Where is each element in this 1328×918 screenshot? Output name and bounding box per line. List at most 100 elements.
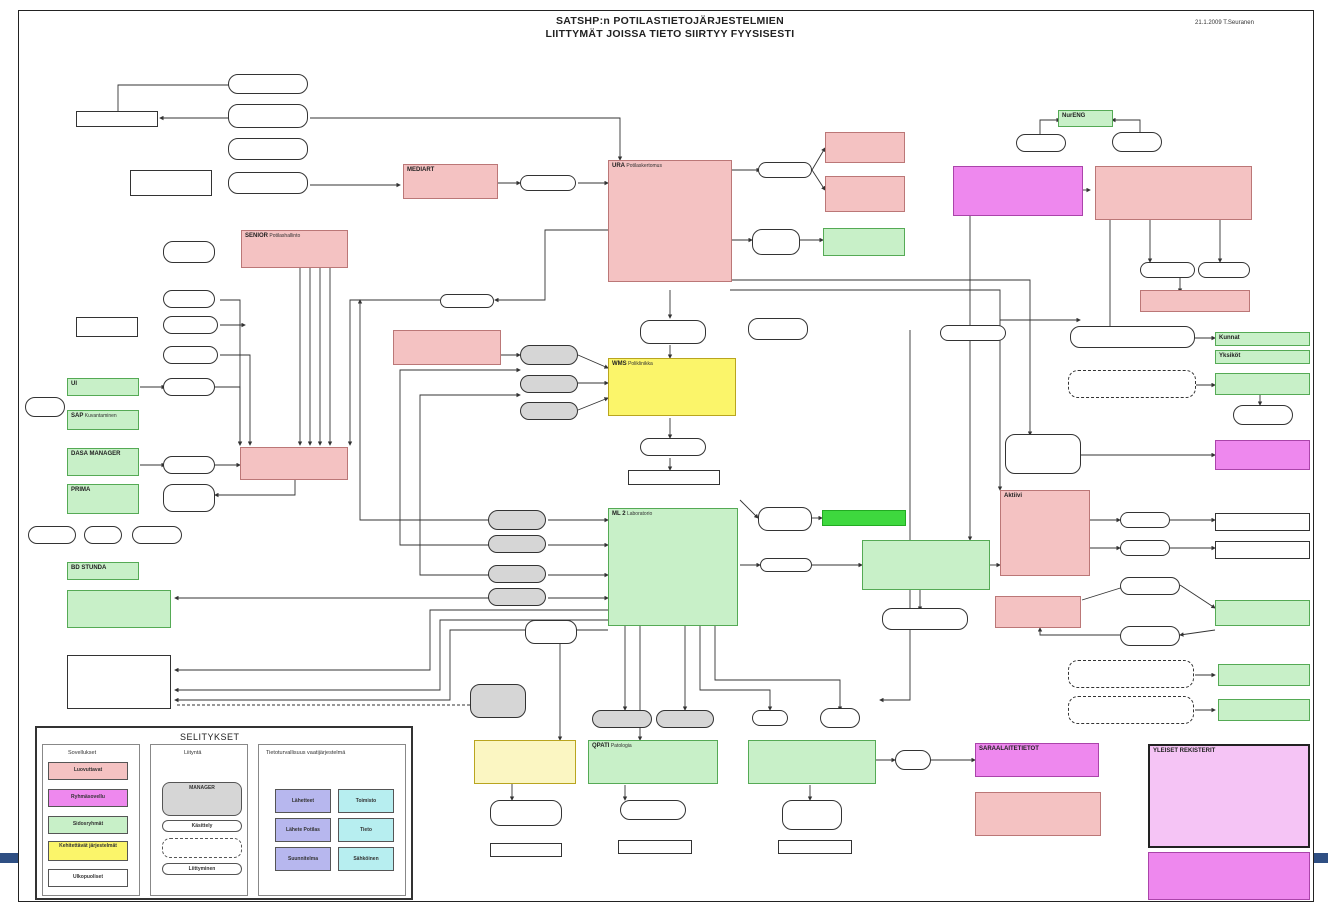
connector-pill [488,565,546,583]
node-bd-stunda: BD STUNDA [67,562,139,580]
legend-swatch-pink: Luovuttavat [48,762,128,780]
connector-pill [520,375,578,393]
connector-pill [1070,326,1195,348]
connector-pill [752,229,800,255]
legend-sec-cyan-2: Tieto [338,818,394,842]
system-box [618,840,692,854]
title-line-1: SATSHP:n POTILASTIETOJÄRJESTELMIEN [556,15,784,27]
connector-pill [163,316,218,334]
connector-pill [592,710,652,728]
connector-pill [1068,696,1194,724]
connector-pill [132,526,182,544]
node-yleiset-rekisterit: YLEISET REKISTERIT [1148,744,1310,848]
connector-pill [1005,434,1081,474]
connector-pill [520,345,578,365]
node-uraa: URA Potilaskertomus [608,160,732,282]
connector-pill [620,800,686,820]
connector-pill [163,378,215,396]
connector-pill [228,104,308,128]
node-green-box [67,590,171,628]
legend-sec-lilac-3: Suunnitelma [275,847,331,871]
node-aktiivi: Aktiivi [1000,490,1090,576]
connector-pill [84,526,122,544]
node-pink-box [975,792,1101,836]
connector-pill [28,526,76,544]
connector-pill [1140,262,1195,278]
connector-pill [520,175,576,191]
connector-pill [1112,132,1162,152]
node-mediart: MEDIART [403,164,498,199]
node-sarake: SARAALAITETIETOT [975,743,1099,777]
connector-pill [520,402,578,420]
node-prima: PRIMA [67,484,139,514]
legend-sec-cyan-3: Sähköinen [338,847,394,871]
connector-pill [488,535,546,553]
system-box [1215,541,1310,559]
connector-pill [228,138,308,160]
legend-sec-lilac-2: Lähete Potilas [275,818,331,842]
connector-pill [1120,577,1180,595]
connector-pill [1120,512,1170,528]
connector-pill [228,172,308,194]
connector-pill [758,162,812,178]
legend-swatch-yellow: Kehitettävät järjestelmät [48,841,128,861]
node-pink-box [240,447,348,480]
node-dasa: DASA MANAGER [67,448,139,476]
connector-pill [440,294,494,308]
node-magenta-box [1215,440,1310,470]
system-box [76,317,138,337]
node-green-box [1218,664,1310,686]
node-green-box [862,540,990,590]
system-box [778,840,852,854]
connector-pill [228,74,308,94]
legend-sec-cyan-1: Toimisto [338,789,394,813]
node-green-box [1218,699,1310,721]
node-ui: UI [67,378,139,396]
legend-column-security [258,744,406,896]
connector-pill [820,708,860,728]
connector-pill [525,620,577,644]
diagram-date: 21.1.2009 T.Seuranen [1195,20,1254,26]
legend-swatch-magenta: Ryhmäsovellu [48,789,128,807]
node-green-box [1215,600,1310,626]
connector-pill [1068,370,1196,398]
connector-pill [488,588,546,606]
connector-pill [882,608,968,630]
connector-pill [163,484,215,512]
node-sap: SAP Kuvantaminen [67,410,139,430]
system-box [490,843,562,857]
legend-swatch-white: Ulkopuoliset [48,869,128,887]
node-ml2: ML 2 Laboratorio [608,508,738,626]
node-pink-box [825,176,905,212]
legend-link-gray: MANAGER [162,782,242,816]
connector-pill [1198,262,1250,278]
node-green-box [823,228,905,256]
connector-pill [895,750,931,770]
node-pink-box [393,330,501,365]
system-box [76,111,158,127]
legend-col2-header: Liityntä [184,750,202,756]
node-yksikot: Yksiköt [1215,350,1310,364]
connector-pill [1120,626,1180,646]
connector-pill [782,800,842,830]
connector-pill [488,510,546,530]
node-kunnat: Kunnat [1215,332,1310,346]
connector-pill [490,800,562,826]
node-pink-box [1095,166,1252,220]
system-box [130,170,212,196]
connector-pill [1120,540,1170,556]
connector-pill [656,710,714,728]
connector-pill [752,710,788,726]
connector-pill [1016,134,1066,152]
node-senior: SENIOR Potilashallinto [241,230,348,268]
node-pink-box [995,596,1081,628]
node-green-box [1215,373,1310,395]
legend-link-solid: Käsittely [162,820,242,832]
legend-link-dashed [162,838,242,858]
legend-column-links [150,744,248,896]
connector-pill [640,438,706,456]
node-pink-box [1140,290,1250,312]
node-pink-box [825,132,905,163]
legend-swatch-green: Sidosryhmät [48,816,128,834]
